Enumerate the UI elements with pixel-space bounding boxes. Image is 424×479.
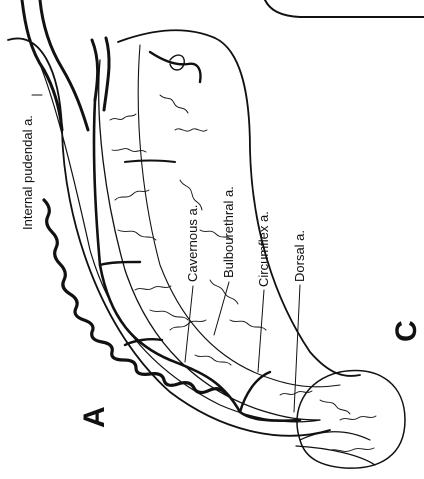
label-dorsal: Dorsal a. bbox=[292, 230, 307, 282]
label-bulbourethral: Bulbourethral a. bbox=[221, 186, 236, 278]
panel-c-frame bbox=[265, 0, 424, 17]
circumflex-rung-3 bbox=[240, 372, 270, 412]
fine-branches bbox=[110, 95, 376, 451]
circumflex-rung-4 bbox=[125, 161, 175, 163]
leader-circumflex bbox=[258, 290, 264, 372]
corpus-spongiosum bbox=[99, 60, 320, 420]
panel-letter-a: A bbox=[78, 406, 111, 428]
panel-letter-c: C bbox=[390, 320, 423, 342]
pudendal-branch-4 bbox=[104, 38, 109, 110]
leader-dorsal bbox=[294, 285, 300, 412]
pudendal-branch-2 bbox=[40, 0, 88, 130]
pudendal-branch-3 bbox=[92, 40, 98, 100]
pudendal-branch-5 bbox=[150, 52, 201, 82]
label-circumflex: Circumflex a. bbox=[256, 211, 271, 287]
label-internal-pudendal: Internal pudendal a. bbox=[20, 115, 35, 230]
glans-corona bbox=[296, 432, 375, 465]
leader-cavernous bbox=[185, 286, 193, 362]
circumflex-rung-1 bbox=[100, 262, 140, 265]
label-cavernous: Cavernous a. bbox=[185, 205, 200, 282]
urethral-band bbox=[138, 45, 340, 387]
organ-outline bbox=[8, 30, 360, 435]
leader-bulbourethral bbox=[214, 282, 229, 335]
organ-inner-outline bbox=[30, 42, 320, 422]
